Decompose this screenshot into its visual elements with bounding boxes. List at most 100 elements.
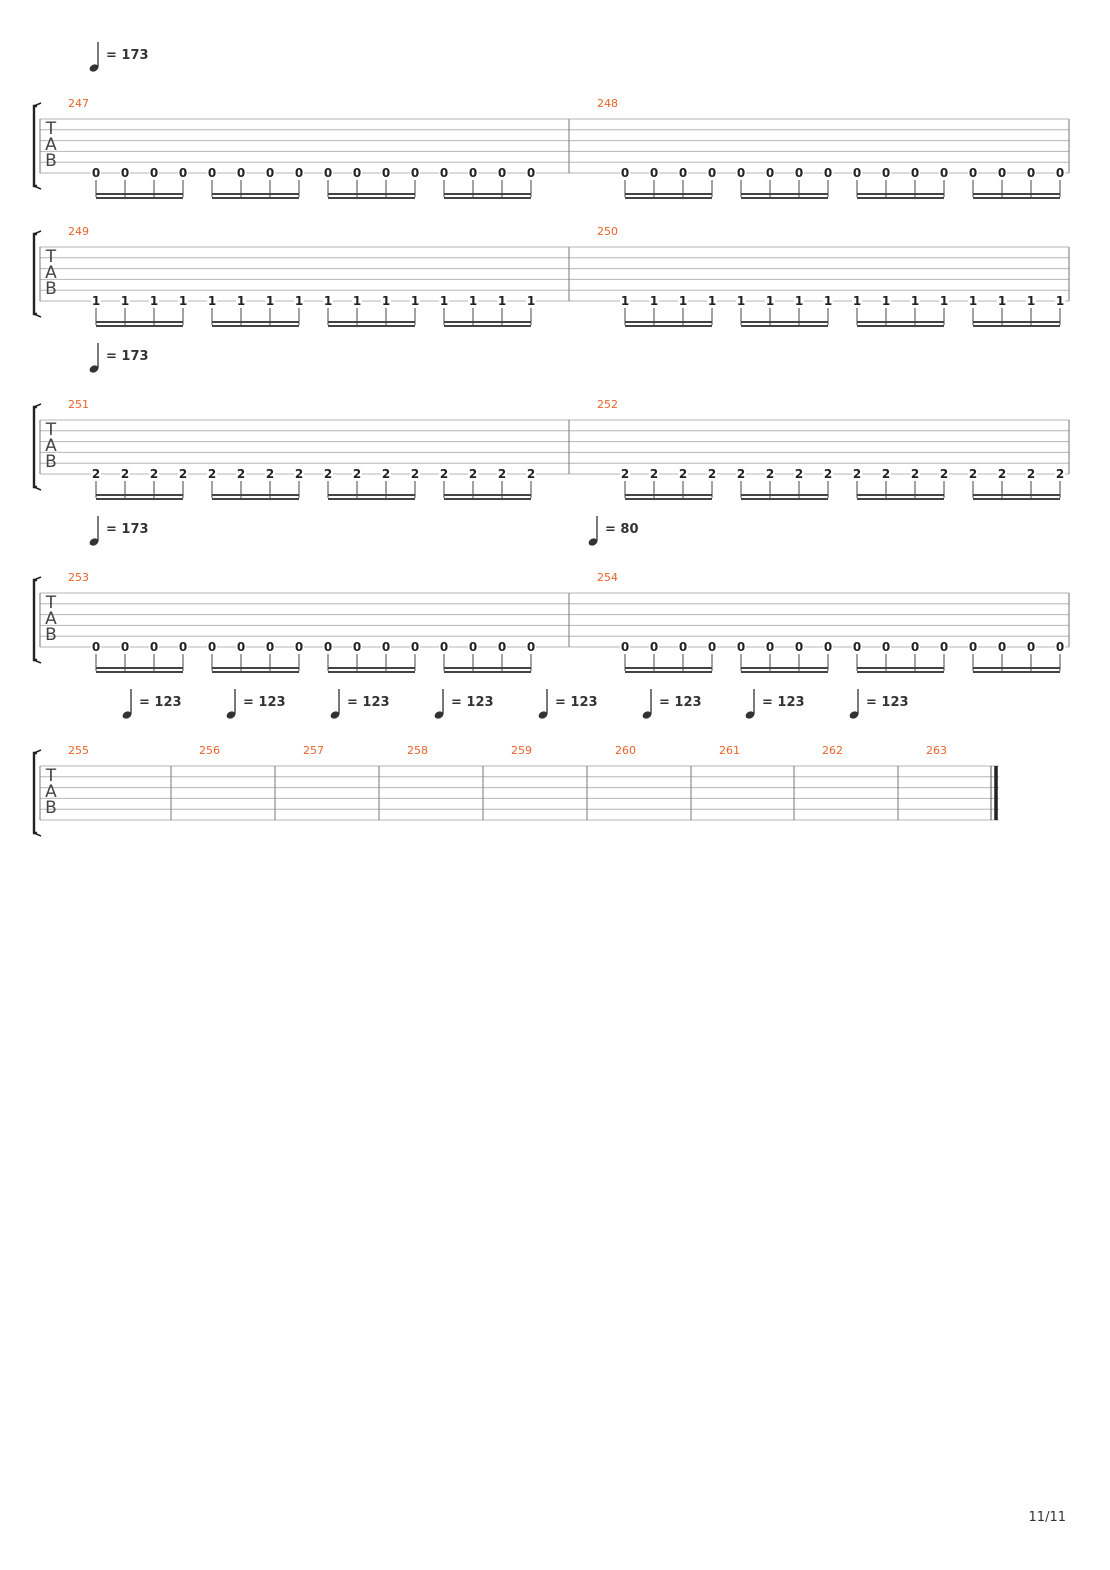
fret-background [823,166,833,177]
fret-number: 1 [295,294,303,308]
fret-number: 0 [621,640,629,654]
fret-background [439,640,449,651]
fret-background [410,294,420,305]
quarter-note-head-icon [745,711,755,719]
fret-background [381,294,391,305]
measure-number: 260 [615,744,636,757]
tab-clef-letter: T [45,420,57,440]
fret-background [265,166,275,177]
page-number: 11/11 [1028,1510,1066,1525]
tempo-value: = 173 [106,349,149,364]
fret-number: 1 [92,294,100,308]
fret-number: 2 [853,467,861,481]
fret-background [323,467,333,478]
fret-number: 2 [1027,467,1035,481]
measure-number: 250 [597,225,618,238]
fret-number: 0 [1027,640,1035,654]
fret-background [497,294,507,305]
measure-number: 252 [597,398,618,411]
fret-number: 0 [766,166,774,180]
fret-number: 2 [882,467,890,481]
fret-number: 0 [382,166,390,180]
fret-number: 0 [621,166,629,180]
tab-clef-letter: A [45,263,57,283]
fret-number: 1 [853,294,861,308]
fret-number: 0 [998,166,1006,180]
tab-clef-letter: T [45,247,57,267]
fret-number: 1 [882,294,890,308]
fret-background [468,467,478,478]
quarter-note-head-icon [538,711,548,719]
fret-background [736,640,746,651]
tempo-value: = 123 [659,695,702,710]
quarter-note-head-icon [642,711,652,719]
fret-background [178,166,188,177]
fret-background [881,166,891,177]
fret-background [439,294,449,305]
fret-number: 0 [940,640,948,654]
fret-number: 0 [324,166,332,180]
quarter-note-head-icon [588,538,598,546]
tab-clef-letter: B [45,625,57,645]
fret-background [439,467,449,478]
fret-number: 1 [708,294,716,308]
fret-background [149,640,159,651]
fret-background [178,640,188,651]
fret-background [678,294,688,305]
fret-number: 2 [911,467,919,481]
fret-number: 2 [382,467,390,481]
measure-number: 257 [303,744,324,757]
fret-number: 0 [92,640,100,654]
system-bracket-bottom-icon [33,486,42,491]
fret-number: 1 [353,294,361,308]
tempo-marking: = 123 [538,689,598,719]
fret-background [794,467,804,478]
fret-background [1055,467,1065,478]
fret-number: 2 [150,467,158,481]
fret-background [526,294,536,305]
measure-number: 263 [926,744,947,757]
fret-background [120,294,130,305]
fret-background [236,294,246,305]
fret-number: 0 [882,640,890,654]
fret-background [352,640,362,651]
fret-number: 0 [440,640,448,654]
fret-number: 0 [969,640,977,654]
fret-number: 1 [237,294,245,308]
system-bracket-icon [32,751,37,835]
fret-number: 0 [208,640,216,654]
fret-number: 1 [824,294,832,308]
fret-number: 2 [940,467,948,481]
fret-background [649,467,659,478]
fret-number: 2 [527,467,535,481]
fret-background [997,640,1007,651]
fret-number: 1 [998,294,1006,308]
fret-number: 1 [766,294,774,308]
fret-background [236,467,246,478]
fret-number: 2 [92,467,100,481]
fret-background [352,467,362,478]
fret-background [997,166,1007,177]
system-bracket-icon [32,104,37,188]
fret-background [678,640,688,651]
fret-number: 0 [795,640,803,654]
fret-number: 0 [469,640,477,654]
fret-number: 2 [737,467,745,481]
measure-number: 251 [68,398,89,411]
fret-background [178,294,188,305]
fret-background [265,640,275,651]
tempo-marking: = 123 [330,689,390,719]
tempo-marking: = 173 [89,42,149,72]
fret-background [939,294,949,305]
fret-background [91,166,101,177]
tempo-marking: = 123 [849,689,909,719]
fret-number: 0 [737,166,745,180]
fret-number: 0 [411,640,419,654]
fret-number: 2 [498,467,506,481]
fret-number: 1 [179,294,187,308]
fret-background [497,467,507,478]
fret-background [649,640,659,651]
